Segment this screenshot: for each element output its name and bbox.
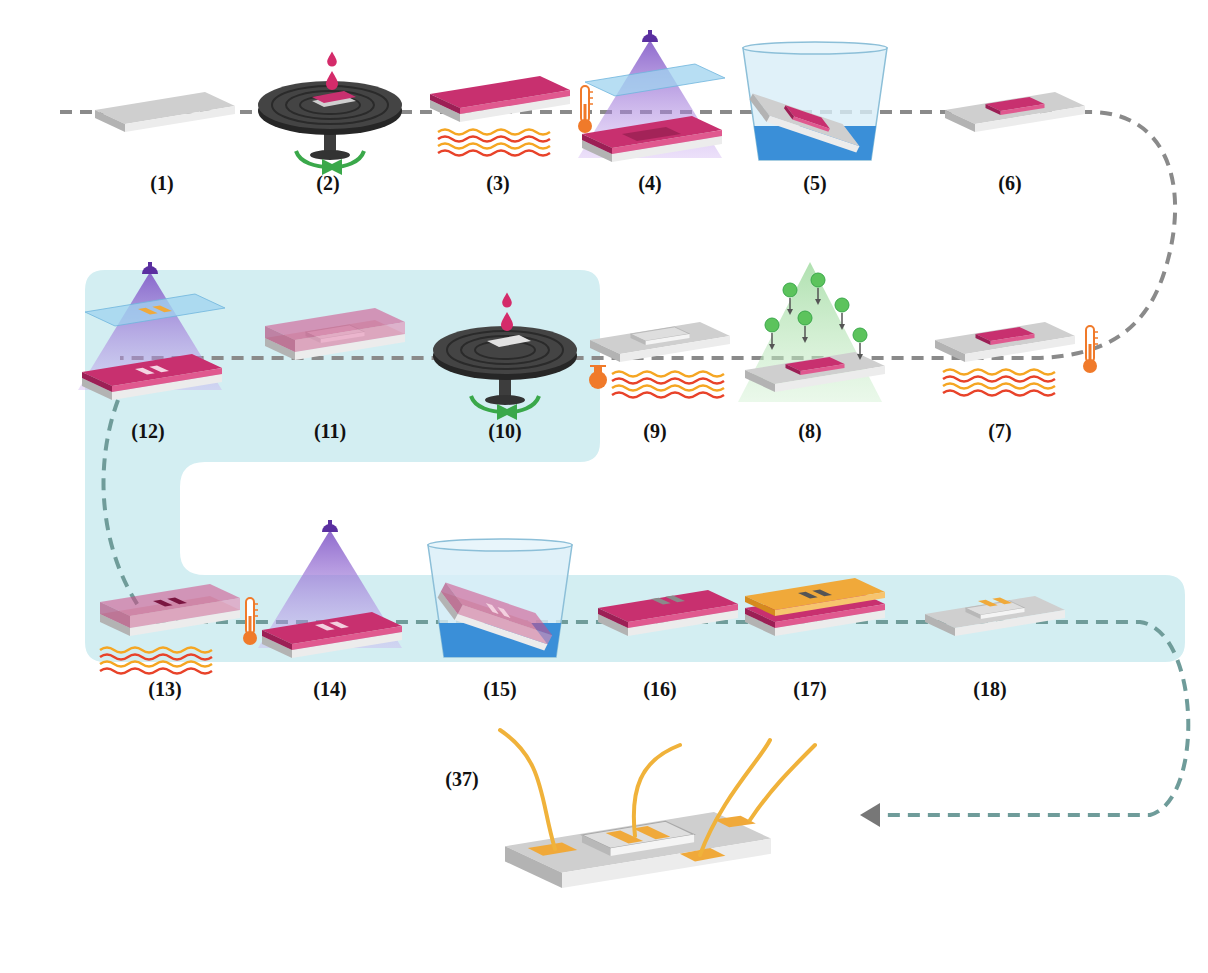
deposition: [738, 262, 885, 402]
develop-bath: [428, 539, 572, 664]
callout-number: (7): [988, 420, 1011, 442]
flow-path: [104, 400, 1189, 815]
flood-exposure: [258, 520, 402, 658]
final-device: [505, 812, 771, 888]
metal-deposition: [745, 578, 885, 636]
callout-number: (9): [643, 420, 666, 442]
flow-arrowhead: [860, 803, 880, 827]
callout-number: (5): [803, 172, 826, 194]
patterned-resist: [598, 590, 738, 636]
post-bake: [100, 584, 258, 674]
develop-bath: [743, 42, 887, 166]
spin-coater: [258, 51, 402, 167]
lift-off-bake: [589, 322, 730, 398]
uv-exposure: [578, 30, 725, 162]
callout-number: (12): [131, 420, 164, 442]
callout-number: (10): [488, 420, 521, 442]
patterned-resist: [945, 92, 1085, 132]
callout-number: (15): [483, 678, 516, 700]
uv-exposure: [78, 262, 225, 400]
callout-number: (11): [314, 420, 346, 442]
highlight-region: [85, 270, 1185, 662]
callout-number: (4): [638, 172, 661, 194]
lift-off-result: [925, 596, 1065, 636]
second-resist: [265, 308, 405, 360]
soft-bake: [430, 76, 593, 156]
callout-number: (18): [973, 678, 1006, 700]
callout-number: (1): [150, 172, 173, 194]
callout-number: (37): [445, 768, 478, 790]
spin-coater: [433, 292, 577, 412]
callout-number: (6): [998, 172, 1021, 194]
callout-number: (3): [486, 172, 509, 194]
callout-number: (17): [793, 678, 826, 700]
substrate: [95, 92, 235, 132]
callout-number: (2): [316, 172, 339, 194]
hard-bake: [935, 322, 1098, 396]
flow-path: [60, 112, 1175, 358]
callout-number: (16): [643, 678, 676, 700]
bond-wire: [500, 730, 815, 855]
callout-number: (14): [313, 678, 346, 700]
callout-number: (13): [148, 678, 181, 700]
callout-number: (8): [798, 420, 821, 442]
